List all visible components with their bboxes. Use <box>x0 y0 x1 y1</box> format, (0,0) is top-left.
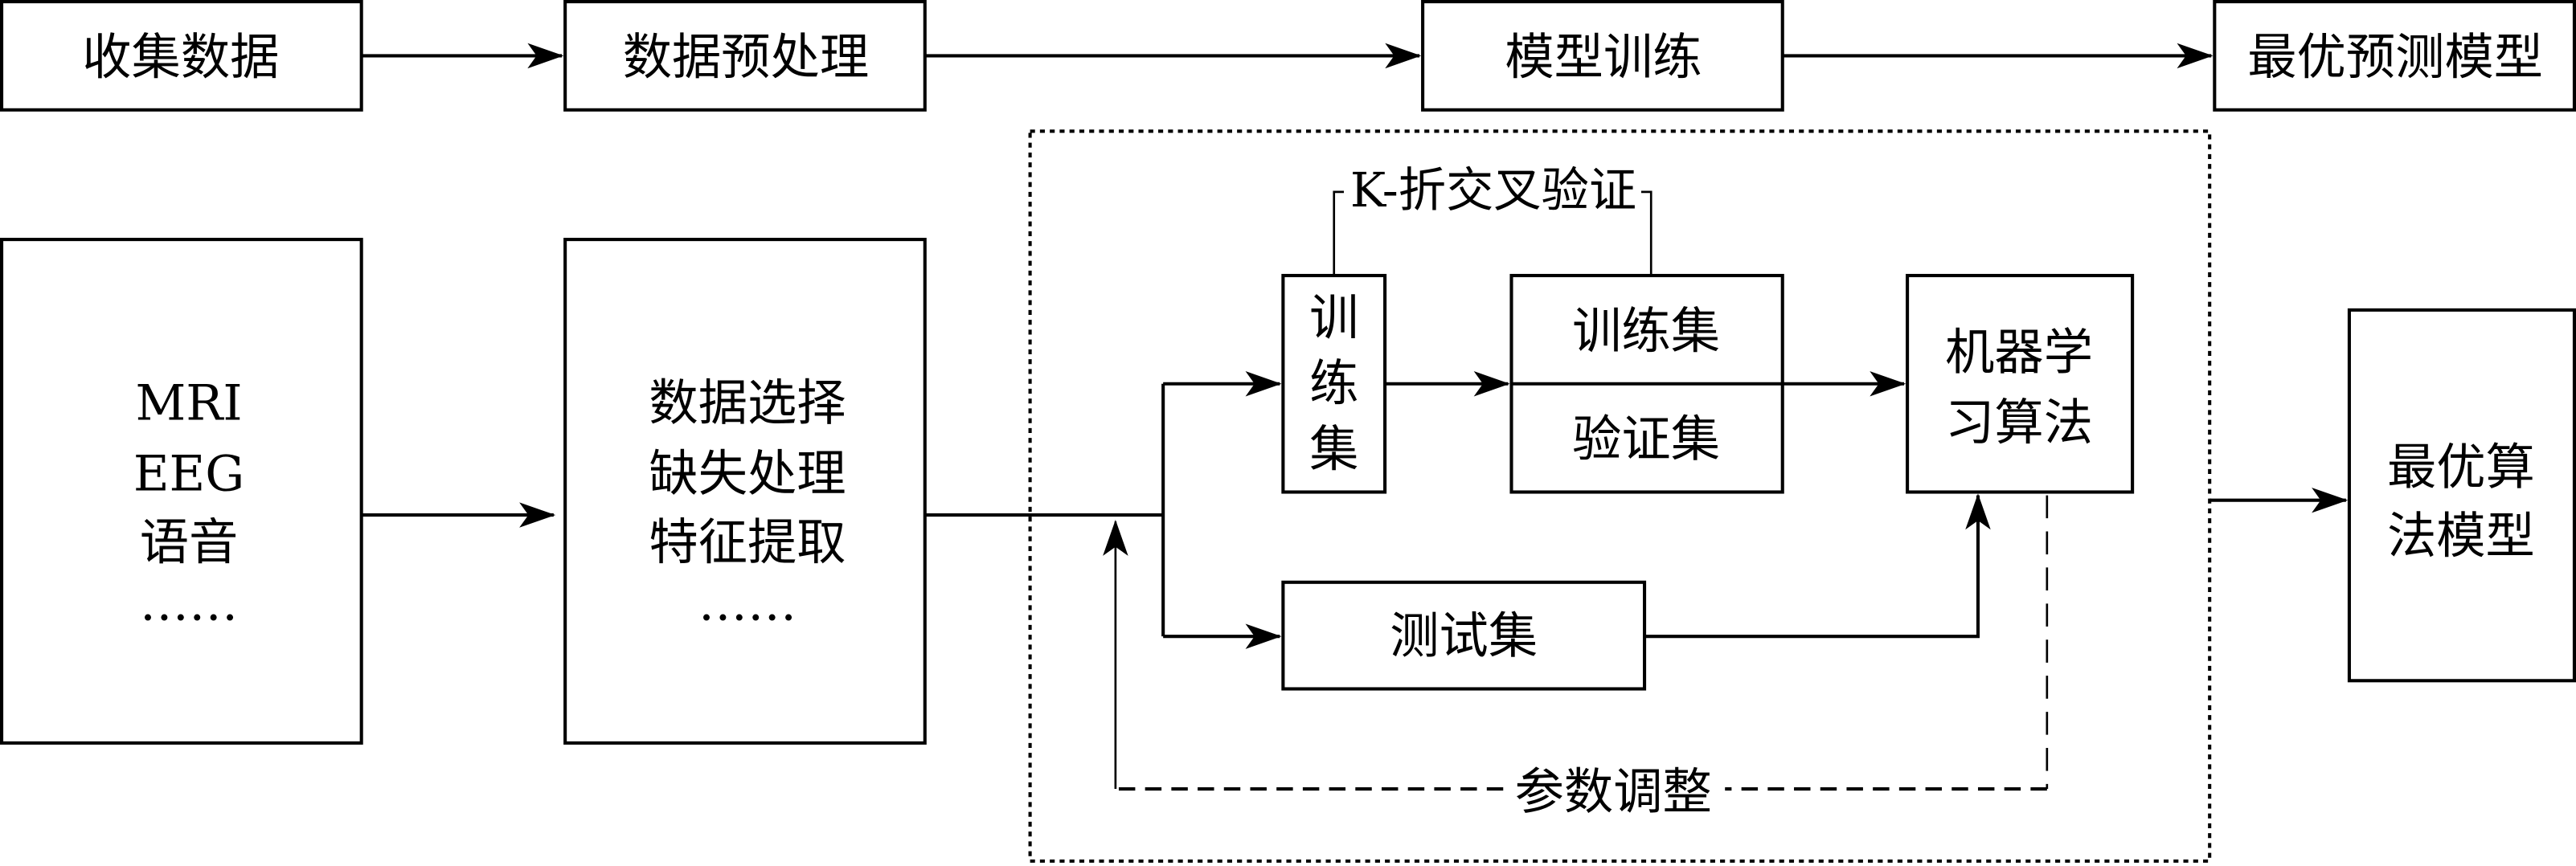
train-set-box: 训 练 集 <box>1281 273 1387 494</box>
preprocessing-box: 数据选择 缺失处理 特征提取 …… <box>563 238 927 745</box>
best-algorithm-model-box: 最优算 法模型 <box>2347 308 2576 683</box>
validation-split-label: 验证集 <box>1572 411 1720 468</box>
top-step-model-training: 模型训练 <box>1421 0 1784 112</box>
ml-line: 机器学 <box>1945 324 2093 381</box>
prep-features: 特征提取 <box>649 514 846 571</box>
ml-line: 习算法 <box>1945 394 2093 451</box>
kfold-bracket-left <box>1333 190 1344 276</box>
top-step-collect-data: 收集数据 <box>0 0 363 112</box>
output-line: 法模型 <box>2387 508 2535 565</box>
prep-missing: 缺失处理 <box>649 445 846 502</box>
top-step-best-model: 最优预测模型 <box>2213 0 2576 112</box>
source-speech: 语音 <box>140 514 239 571</box>
step-label: 收集数据 <box>82 29 279 86</box>
step-label: 数据预处理 <box>623 29 870 86</box>
step-label: 最优预测模型 <box>2247 29 2543 86</box>
data-sources-box: MRI EEG 语音 …… <box>0 238 363 745</box>
kfold-label: K-折交叉验证 <box>1350 162 1636 218</box>
prep-select: 数据选择 <box>649 375 846 432</box>
train-char: 练 <box>1309 355 1358 412</box>
ml-algorithm-box: 机器学 习算法 <box>1906 273 2135 494</box>
test-set-box: 测试集 <box>1281 580 1647 691</box>
train-validation-box: 训练集 验证集 <box>1509 273 1784 494</box>
source-more: …… <box>140 575 239 632</box>
prep-more: …… <box>698 575 797 632</box>
source-mri: MRI <box>135 375 242 432</box>
train-char: 集 <box>1309 421 1358 478</box>
kfold-bracket-right <box>1640 190 1652 276</box>
test-set-label: 测试集 <box>1390 608 1538 665</box>
top-step-preprocess: 数据预处理 <box>563 0 927 112</box>
source-eeg: EEG <box>133 445 244 502</box>
output-line: 最优算 <box>2387 439 2535 496</box>
param-tuning-label: 参数调整 <box>1515 764 1712 821</box>
train-split-label: 训练集 <box>1572 303 1720 360</box>
arrow-test-to-ml <box>1644 493 1991 639</box>
step-label: 模型训练 <box>1505 29 1702 86</box>
training-region <box>1028 129 2212 863</box>
train-char: 训 <box>1309 290 1358 347</box>
